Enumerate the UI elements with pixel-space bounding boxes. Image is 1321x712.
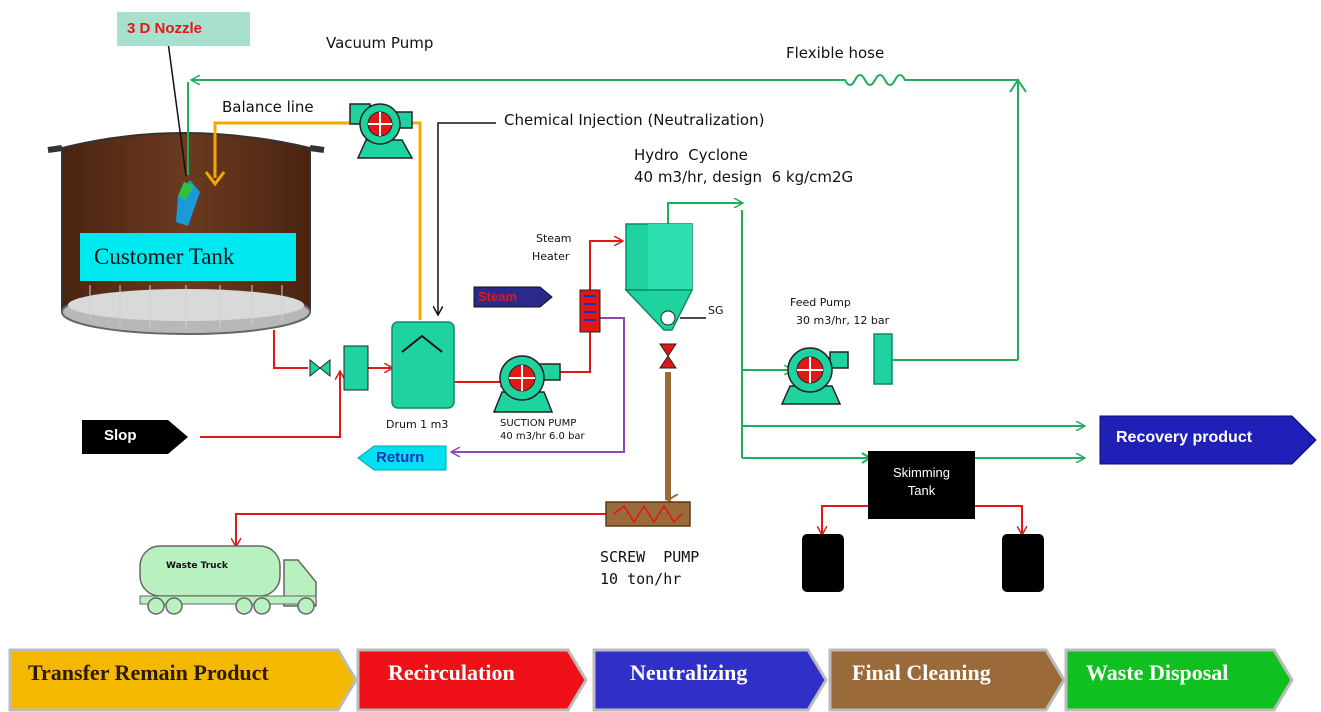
suction-pump — [492, 355, 561, 413]
slop-tag — [82, 420, 188, 454]
vacuum-pump-label: Vacuum Pump — [326, 34, 434, 52]
drum-left — [802, 534, 844, 592]
waste-line-pipe — [236, 513, 608, 546]
suction-pump-label: SUCTION PUMP — [500, 418, 577, 429]
tank-outlet-pipe — [273, 330, 308, 369]
stage-bar — [8, 648, 1294, 712]
balance-line-arrowhead — [204, 171, 226, 187]
vacuum-pump — [349, 103, 414, 159]
stage-label-transfer: Transfer Remain Product — [28, 660, 269, 685]
stage-transfer — [8, 648, 358, 712]
recovery-product-label: Recovery product — [1116, 429, 1253, 446]
inline-strainer — [343, 345, 369, 391]
balance-line-pipe — [213, 121, 360, 178]
stage-label-recirculation: Recirculation — [388, 660, 515, 685]
screw-pump — [605, 501, 691, 527]
customer-tank-label-box — [80, 233, 296, 281]
skim-out-left — [822, 505, 868, 534]
drum-label: Drum 1 m3 — [386, 418, 449, 431]
stage-neutralizing — [592, 648, 828, 712]
skim-out-right — [975, 505, 1022, 534]
drum-right — [1002, 534, 1044, 592]
slop-inlet-pipe — [200, 372, 340, 438]
skimming-tank-label: Skimming Tank — [892, 465, 951, 498]
nozzle-3d — [176, 180, 200, 226]
sg-label: SG — [708, 304, 724, 317]
nozzle-label: 3 D Nozzle — [127, 20, 203, 37]
suction-pump-spec: 40 m3/hr 6.0 bar — [500, 431, 585, 442]
stage-waste-disposal — [1064, 648, 1294, 712]
stage-final-cleaning — [828, 648, 1066, 712]
waste-truck — [139, 545, 317, 615]
nozzle-label-box — [117, 12, 250, 46]
slop-label: Slop — [104, 427, 137, 444]
feed-pump — [780, 347, 849, 405]
inlet-valve — [309, 358, 331, 378]
hose-return-arrow — [1009, 78, 1027, 93]
return-tag — [357, 445, 447, 471]
return-pipe — [452, 317, 625, 452]
screw-pump-spec: 10 ton/hr — [600, 570, 682, 588]
cyclone-overflow-pipe — [667, 203, 742, 224]
steam-heater — [579, 289, 601, 333]
flexible-hose-pipe — [192, 74, 1019, 360]
balance-line-label: Balance line — [222, 98, 314, 116]
steam-tag — [473, 286, 553, 308]
return-label: Return — [376, 449, 425, 466]
stage-label-waste-disposal: Waste Disposal — [1086, 660, 1229, 685]
flexible-hose-label: Flexible hose — [786, 44, 885, 62]
stage-label-final-cleaning: Final Cleaning — [852, 660, 991, 685]
chemical-injection-line — [438, 122, 496, 314]
drum — [391, 321, 455, 409]
hydro-cyclone-label: Hydro Cyclone — [634, 146, 748, 164]
hydro-cyclone — [624, 223, 694, 369]
screw-pump-label: SCREW PUMP — [600, 548, 700, 566]
feed-filter — [873, 333, 893, 385]
stage-recirculation — [356, 648, 588, 712]
steam-tag-label: Steam — [478, 289, 518, 304]
skimming-tank-box — [868, 451, 975, 519]
steam-heater-label-1: Steam — [536, 232, 572, 245]
recovery-product-tag — [1099, 415, 1317, 465]
waste-truck-label: Waste Truck — [166, 561, 228, 571]
feed-pump-spec: 30 m3/hr, 12 bar — [796, 314, 890, 327]
heater-to-cyclone-pipe — [589, 241, 622, 290]
feed-pump-label: Feed Pump — [790, 296, 851, 309]
steam-heater-label-2: Heater — [532, 250, 570, 263]
suction-to-heater-pipe — [560, 330, 591, 373]
chemical-injection-label: Chemical Injection (Neutralization) — [504, 111, 765, 129]
nozzle-pointer — [167, 41, 187, 177]
stage-label-neutralizing: Neutralizing — [630, 660, 748, 685]
hydro-cyclone-spec: 40 m3/hr, design 6 kg/cm2G — [634, 168, 854, 186]
customer-tank-label: Customer Tank — [94, 244, 235, 269]
